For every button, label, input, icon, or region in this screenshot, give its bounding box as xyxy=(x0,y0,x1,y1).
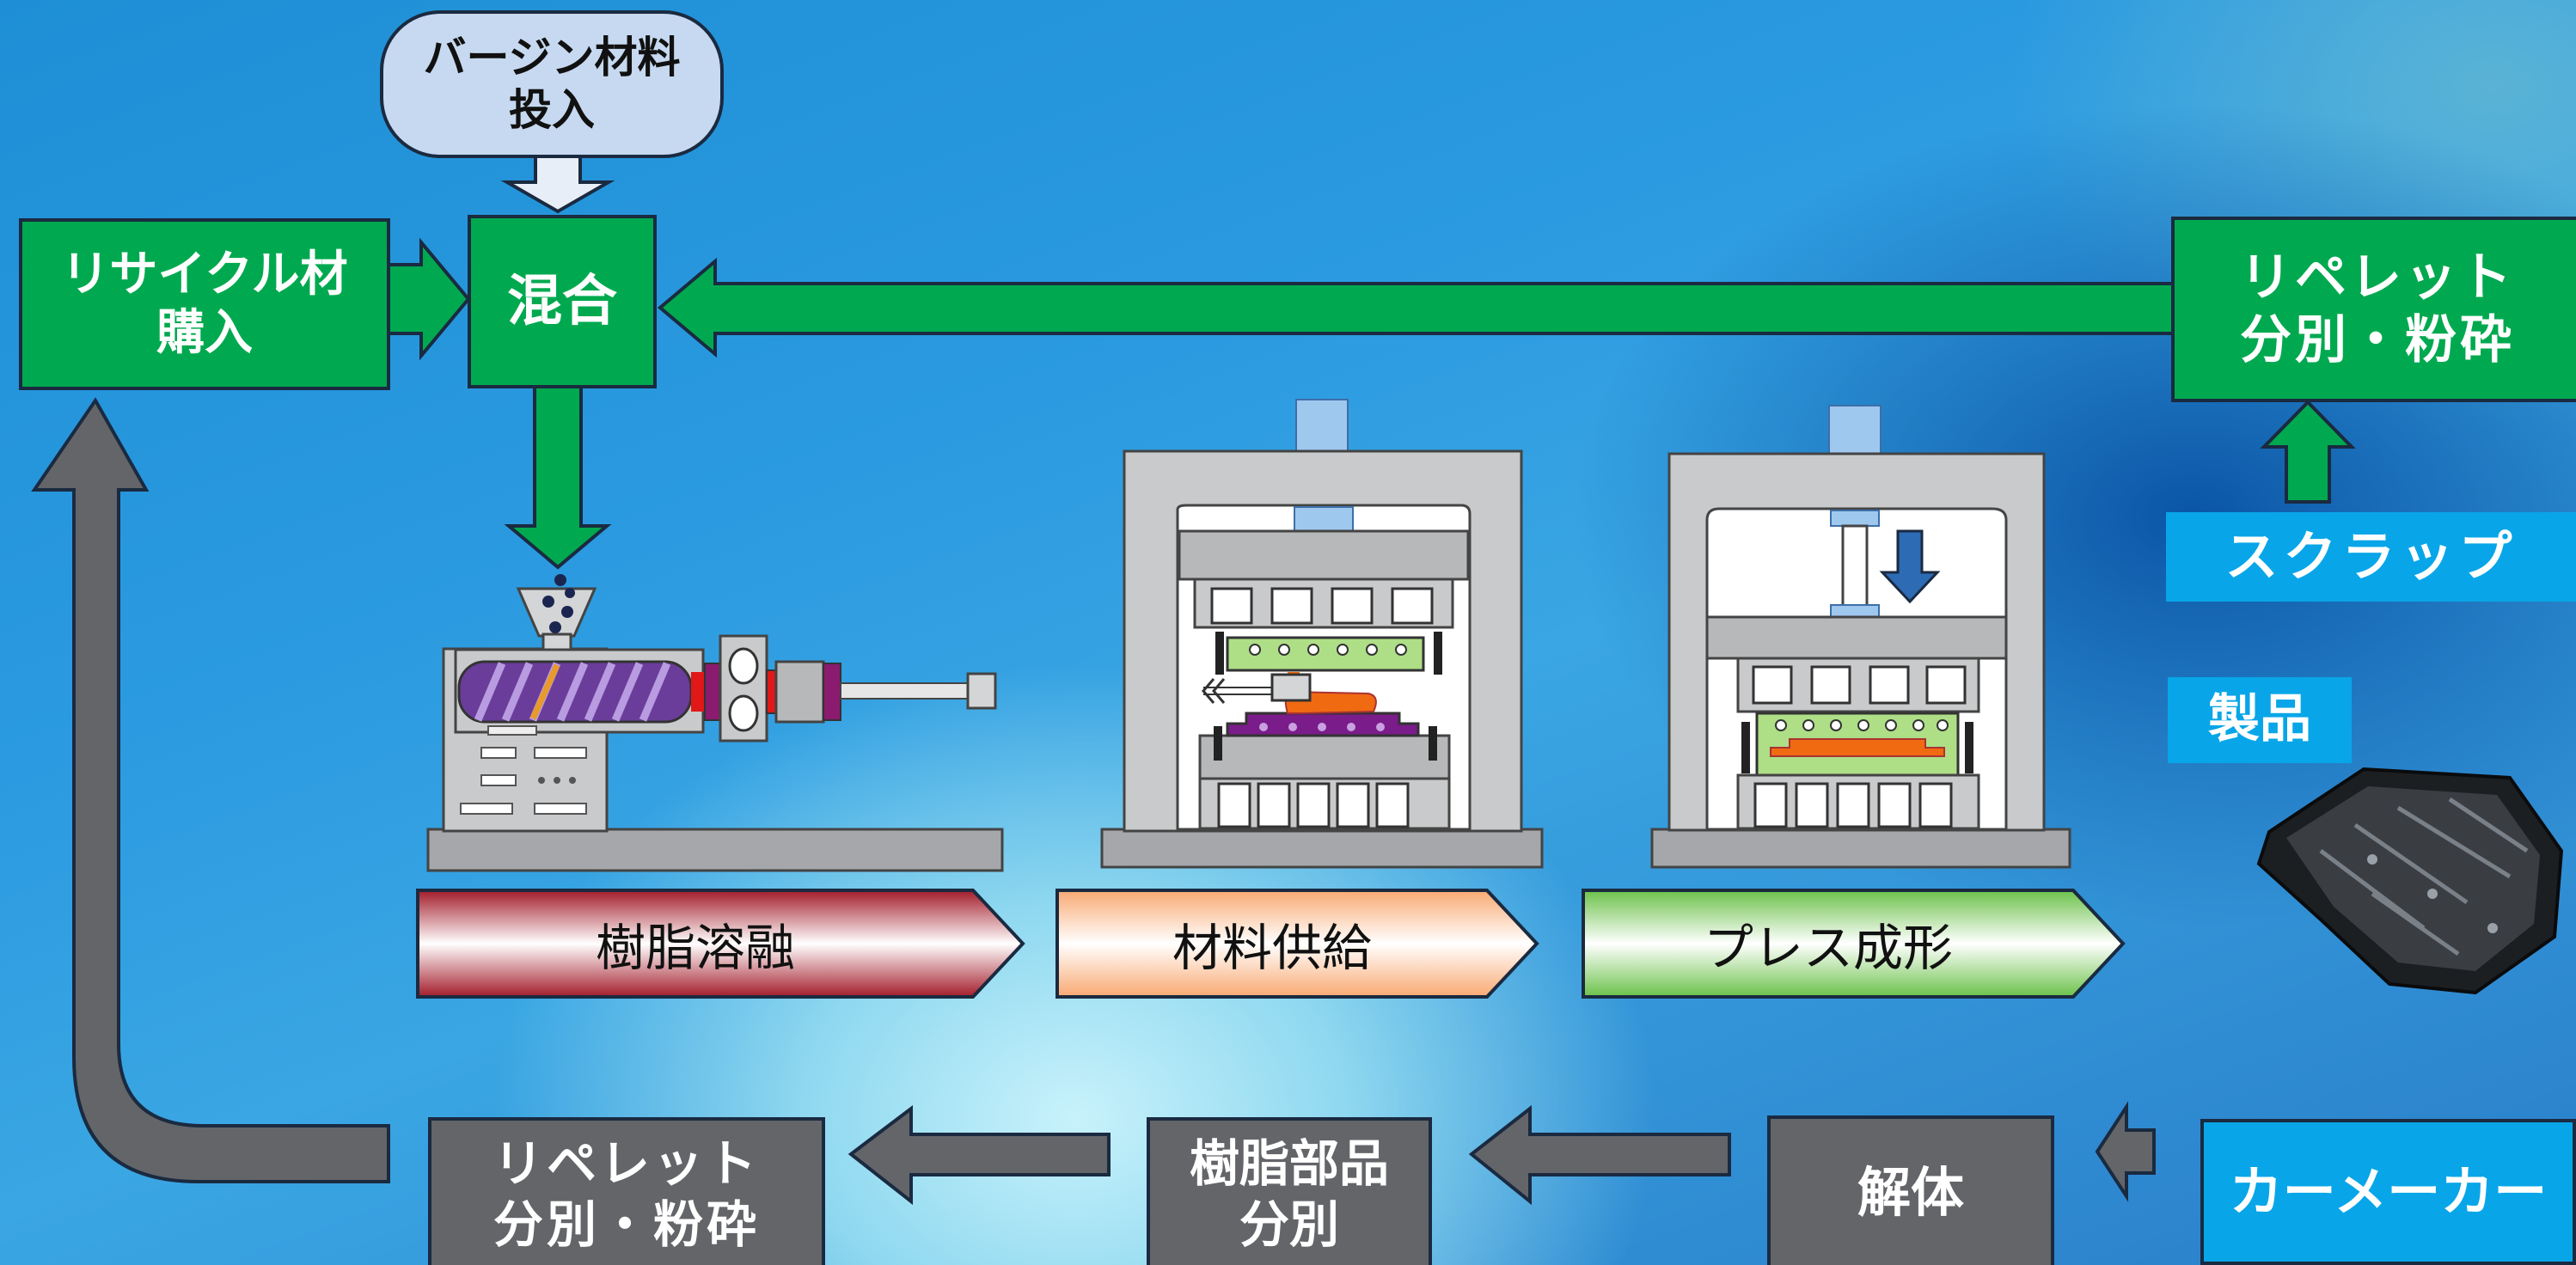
sort-to-repellet-arrow xyxy=(847,1104,1111,1206)
step2-label: 材料供給 xyxy=(1172,919,1372,977)
product-label: 製品 xyxy=(2168,677,2352,763)
carmaker-box: カーメーカー xyxy=(2200,1119,2576,1265)
repellet-to-mix-arrow xyxy=(657,257,2175,358)
dismantle-box: 解体 xyxy=(1767,1115,2054,1265)
step1-label: 樹脂溶融 xyxy=(595,919,795,977)
mix-down-arrow xyxy=(504,385,612,570)
scrap-label: スクラップ xyxy=(2166,512,2576,602)
car-part-product-icon xyxy=(2256,767,2564,995)
recycle-to-mix-arrow xyxy=(387,237,471,361)
press-down-arrow-icon xyxy=(1879,529,1941,604)
repellet-bottom-box: リペレット 分別・粉砕 xyxy=(428,1117,825,1265)
virgin-down-arrow xyxy=(500,155,615,214)
carmaker-to-dismantle-arrow xyxy=(2095,1101,2156,1202)
recycle-purchase-box: リサイクル材 購入 xyxy=(19,218,390,390)
dismantle-to-sort-arrow xyxy=(1468,1104,1731,1206)
return-loop-arrow xyxy=(31,397,390,1183)
step2-chevron xyxy=(1055,889,1539,999)
mix-box: 混合 xyxy=(468,215,657,388)
resin-sort-box: 樹脂部品 分別 xyxy=(1147,1117,1432,1265)
extruder-machine-icon xyxy=(426,574,1004,872)
scrap-up-arrow xyxy=(2260,400,2356,504)
repellet-top-box: リペレット 分別・粉砕 xyxy=(2171,217,2576,402)
step3-chevron xyxy=(1582,889,2126,999)
virgin-material-bubble: バージン材料 投入 xyxy=(380,10,724,158)
feed-press-machine-icon xyxy=(1100,399,1544,869)
step3-label: プレス成形 xyxy=(1703,919,1953,977)
forming-press-machine-icon xyxy=(1650,405,2071,869)
step1-chevron xyxy=(416,889,1025,999)
